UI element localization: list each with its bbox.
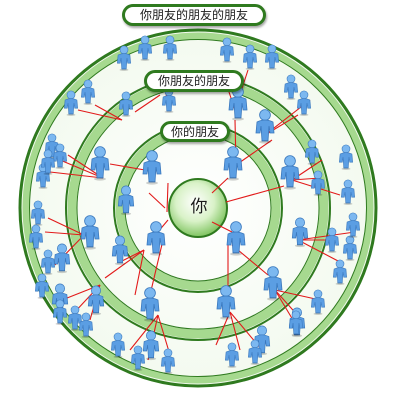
person-icon (346, 212, 360, 239)
person-icon (68, 305, 82, 332)
person-icon (53, 143, 67, 170)
person-icon (80, 215, 100, 250)
connection-line (47, 217, 85, 236)
person-icon (41, 149, 55, 176)
ring-3-inner-edge (29, 39, 367, 377)
person-icon (297, 90, 311, 117)
connection-line (77, 109, 123, 121)
person-icon (142, 330, 160, 361)
person-icon (325, 227, 339, 254)
connection-line (119, 249, 145, 263)
person-icon (146, 221, 166, 256)
person-icon (87, 285, 105, 316)
person-icon (311, 170, 325, 197)
connection-line (229, 311, 241, 351)
connection-line (59, 159, 104, 179)
person-icon (64, 90, 78, 117)
connection-line (225, 185, 285, 203)
person-icon (243, 44, 257, 71)
person-icon (140, 287, 160, 322)
person-icon (291, 217, 309, 248)
person-icon (289, 310, 303, 337)
person-icon (339, 144, 353, 171)
ring-label-friends-of-friends: 你朋友的朋友 (144, 70, 244, 92)
connection-line (274, 289, 294, 321)
person-icon (163, 35, 177, 62)
connection-line (235, 139, 273, 166)
connection-line (297, 231, 356, 241)
person-icon (305, 139, 319, 166)
person-icon (35, 273, 49, 300)
connection-line (211, 221, 233, 233)
person-icon (29, 224, 43, 251)
connection-line (297, 239, 341, 263)
person-icon (119, 91, 133, 118)
person-icon (265, 44, 279, 71)
connection-line (134, 94, 161, 113)
person-icon (138, 35, 152, 62)
connection-line (49, 171, 104, 179)
ring-label-third-degree: 你朋友的朋友的朋友 (122, 4, 266, 26)
ring-3-band (22, 32, 374, 384)
center-label-you: 你 (190, 197, 208, 217)
connection-line (211, 177, 229, 194)
person-icon (280, 155, 300, 190)
person-icon (248, 339, 262, 366)
person-icon (216, 285, 236, 320)
connection-line (291, 177, 321, 181)
connection-line (215, 311, 231, 346)
person-icon (81, 79, 95, 106)
connection-line (44, 231, 85, 236)
person-icon (53, 299, 67, 326)
person-icon (41, 249, 55, 276)
person-icon (31, 200, 45, 227)
connection-line (274, 289, 321, 301)
person-icon (263, 266, 283, 301)
people-layer (29, 35, 360, 375)
person-icon (111, 235, 129, 266)
person-icon (225, 342, 239, 369)
person-icon (343, 235, 357, 262)
person-icon (111, 332, 125, 359)
person-icon (161, 348, 175, 375)
person-icon (333, 259, 347, 286)
person-icon (117, 185, 135, 216)
person-icon (226, 221, 246, 256)
person-icon (131, 345, 145, 372)
person-icon (220, 37, 234, 64)
person-icon (36, 163, 50, 190)
person-icon (341, 179, 355, 206)
person-icon (311, 289, 325, 316)
connection-line (134, 249, 145, 296)
connection-line (94, 104, 123, 121)
connection-line (104, 249, 145, 279)
connection-line (149, 239, 164, 296)
person-icon (284, 74, 298, 101)
person-icon (223, 146, 243, 181)
person-icon (53, 243, 71, 274)
person-icon (90, 146, 110, 181)
connection-line (109, 163, 146, 171)
ring-label-friends: 你的朋友 (160, 121, 230, 142)
person-icon (255, 109, 275, 144)
connection-line (148, 192, 166, 209)
person-icon (142, 150, 162, 185)
connection-line (166, 182, 169, 213)
connection-line (129, 314, 159, 351)
person-icon (117, 45, 131, 72)
connection-line (157, 314, 171, 356)
person-icon (79, 312, 93, 339)
